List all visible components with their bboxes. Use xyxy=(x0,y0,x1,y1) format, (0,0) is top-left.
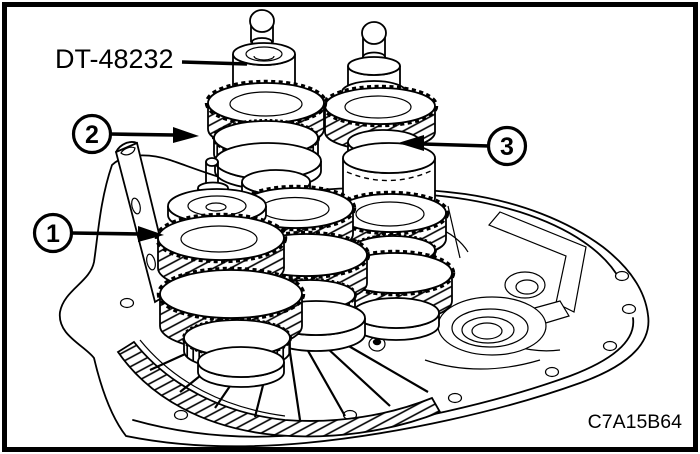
callout-1-arrowhead xyxy=(138,226,164,242)
callout-2: 2 xyxy=(71,113,199,155)
callout-2-badge xyxy=(71,113,113,155)
gear-stack-right xyxy=(321,21,456,341)
bearing-bore-large xyxy=(437,296,547,356)
center-tool-knob xyxy=(249,9,275,47)
callout-1-number: 1 xyxy=(46,220,60,248)
callout-3-number: 3 xyxy=(500,133,514,161)
callout-3: 3 xyxy=(398,125,528,167)
callout-2-number: 2 xyxy=(85,121,99,149)
callout-3-arrow xyxy=(422,142,490,148)
right-shaft-knob xyxy=(361,21,387,63)
left-lower-spline xyxy=(182,318,292,388)
bolt-boss xyxy=(368,336,386,352)
tool-label: DT-48232 xyxy=(55,44,248,74)
callout-3-badge xyxy=(486,125,528,167)
tool-label-leader-line xyxy=(181,60,248,66)
bearing-bore-small xyxy=(504,271,546,299)
callout-2-arrowhead xyxy=(173,127,199,143)
callout-2-arrow xyxy=(109,132,175,137)
figure-code: C7A15B64 xyxy=(588,411,682,433)
callout-1: 1 xyxy=(32,212,164,254)
tool-label-text: DT-48232 xyxy=(55,44,174,74)
callout-1-arrow xyxy=(70,231,141,236)
callout-3-arrowhead xyxy=(398,135,424,151)
callout-1-badge xyxy=(32,212,74,254)
gear-stack-left xyxy=(154,157,306,388)
